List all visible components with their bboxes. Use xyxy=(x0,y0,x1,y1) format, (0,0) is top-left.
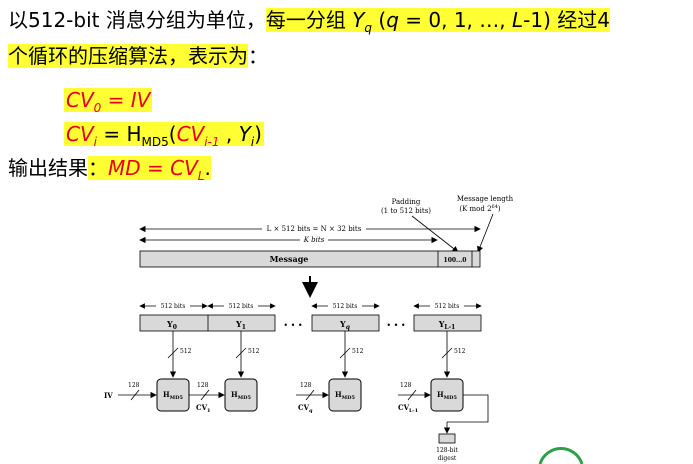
message-label: Message xyxy=(270,254,309,264)
svg-text:HMD5: HMD5 xyxy=(335,390,355,401)
block-y0-y1 xyxy=(139,314,276,332)
message-bar xyxy=(139,250,481,268)
svg-text:128: 128 xyxy=(197,382,209,389)
svg-text:512 bits: 512 bits xyxy=(229,303,254,310)
dots-1: • • • xyxy=(283,321,302,330)
highlight-block-2: 个循环的压缩算法，表示为 xyxy=(8,44,248,68)
svg-text:128: 128 xyxy=(128,382,140,389)
digest-label-1: 128-bit xyxy=(436,447,458,454)
svg-text:512: 512 xyxy=(454,348,466,355)
bus-512-labels: 512 512 512 512 xyxy=(180,348,466,355)
svg-text:HMD5: HMD5 xyxy=(231,390,251,401)
cvq-label: CVq xyxy=(298,403,313,414)
svg-text:128: 128 xyxy=(300,382,312,389)
padding-pointer xyxy=(411,215,459,253)
block-yl-label: YL-1 xyxy=(438,319,456,331)
k-span-label: K bits xyxy=(303,236,325,244)
block-y0-label: Y0 xyxy=(166,319,177,331)
l-span-label: L × 512 bits = N × 32 bits xyxy=(267,225,362,233)
block-yq-label: Yq xyxy=(339,319,350,331)
cv1-label: CV1 xyxy=(196,403,211,414)
logo-fragment xyxy=(538,447,584,464)
message-length-label: Message length xyxy=(457,195,514,203)
svg-text:512: 512 xyxy=(180,348,192,355)
svg-text:HMD5: HMD5 xyxy=(437,390,457,401)
formula-cv0-box: CV0 = IV xyxy=(64,88,153,115)
formula-cvi-box: CVi = HMD5(CVi-1 , Yi) xyxy=(64,122,264,149)
dots-2: • • • xyxy=(386,321,405,330)
block-width-labels: 512 bits 512 bits 512 bits 512 bits xyxy=(139,302,482,310)
formula-cvi: CVi = HMD5(CVi-1 , Yi) xyxy=(64,120,264,156)
text-line-output: 输出结果：MD = CVL. xyxy=(8,156,211,183)
pad-bits-label: 100...0 xyxy=(444,257,467,264)
digest-box xyxy=(438,433,456,444)
line1-prefix: 以512-bit 消息分组为单位， xyxy=(8,8,266,32)
length-pointer xyxy=(477,213,494,253)
svg-text:128: 128 xyxy=(400,382,412,389)
hmd5-labels: HMD5 HMD5 HMD5 HMD5 xyxy=(163,390,457,401)
highlight-block-1: 每一分组 Yq (q = 0, 1, …, L-1) 经过4 xyxy=(265,8,610,35)
padding-label: Padding xyxy=(392,198,421,206)
block-yl xyxy=(413,314,482,332)
bus-128-labels: 128 128 128 128 xyxy=(128,382,412,389)
block-y1-label: Y1 xyxy=(235,319,246,331)
iv-label: IV xyxy=(104,391,113,400)
text-line-2: 个循环的压缩算法，表示为： xyxy=(8,44,268,68)
output-highlight: ：MD = CVL. xyxy=(88,156,211,183)
cvl-label: CVL-1 xyxy=(398,403,418,414)
svg-text:512: 512 xyxy=(248,348,260,355)
kmod-label: (K mod 264) xyxy=(459,204,501,213)
vertical-arrows xyxy=(167,331,453,378)
svg-text:512 bits: 512 bits xyxy=(333,303,358,310)
svg-text:512 bits: 512 bits xyxy=(435,303,460,310)
svg-text:512 bits: 512 bits xyxy=(161,303,186,310)
block-yq xyxy=(311,314,380,332)
digest-label-2: digest xyxy=(438,455,457,462)
formula-cv0: CV0 = IV xyxy=(64,86,153,122)
chaining-arrows xyxy=(118,389,489,434)
svg-text:HMD5: HMD5 xyxy=(163,390,183,401)
text-line-1: 以512-bit 消息分组为单位，每一分组 Yq (q = 0, 1, …, L… xyxy=(8,6,610,42)
padding-range-label: (1 to 512 bits) xyxy=(381,207,431,215)
hmd5-boxes xyxy=(156,378,464,412)
svg-text:512: 512 xyxy=(352,348,364,355)
